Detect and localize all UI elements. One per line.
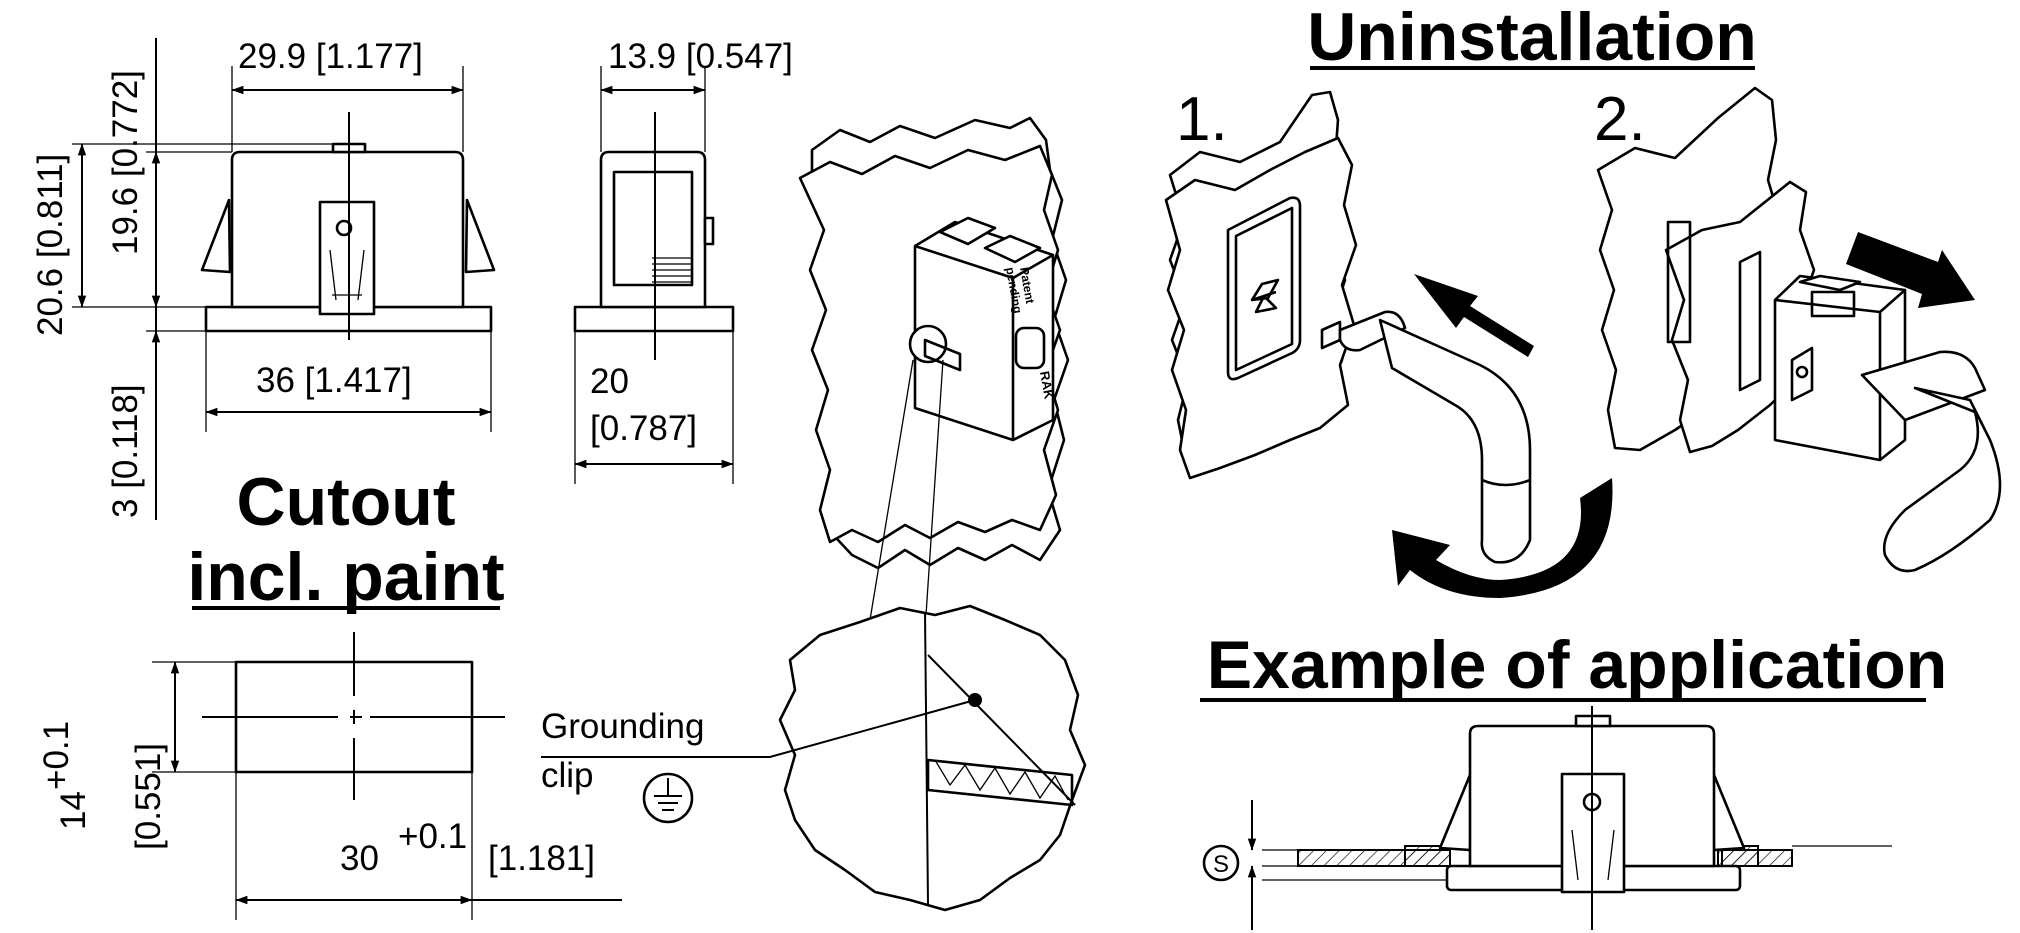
uninstallation-section: Uninstallation 1. 2. <box>1164 0 2002 598</box>
step1-pull-arrow-icon <box>1414 274 1534 357</box>
step1-illustration <box>1164 90 1613 598</box>
cutout-height-inch: [0.551] <box>129 743 168 850</box>
cutout-section: Cutout incl. paint 30 +0.1 [1.181] 14 +0… <box>37 464 622 920</box>
cutout-centerlines <box>202 632 505 800</box>
side-depth-top-label: 13.9 [0.547] <box>608 37 793 76</box>
patent-label: Patent <box>1017 266 1037 305</box>
step2-latch-body <box>1773 274 1907 462</box>
cutout-height-value: 14 <box>54 791 93 830</box>
latch-button <box>1014 326 1046 370</box>
step2-pull-arrow-icon <box>1846 232 1975 308</box>
front-width-top-label: 29.9 [1.177] <box>238 37 423 76</box>
step2-number: 2. <box>1594 85 1646 154</box>
side-window <box>612 170 694 287</box>
front-height-body-label: 19.6 [0.772] <box>106 70 145 255</box>
uninstallation-title: Uninstallation <box>1307 0 1757 75</box>
installed-perspective: Patent pending RAK <box>798 116 1070 633</box>
front-view: 29.9 [1.177] 36 [1.417] 20.6 [0.811] 19.… <box>31 37 496 520</box>
side-view: 13.9 [0.547] 20 [0.787] <box>573 37 793 484</box>
latch-body <box>913 220 1055 442</box>
cutout-title-line2: incl. paint <box>187 539 504 615</box>
thickness-symbol <box>1202 844 1240 882</box>
front-base-thickness-label: 3 [0.118] <box>106 384 145 518</box>
thickness-symbol-label: S <box>1213 851 1229 878</box>
front-height-total-label: 20.6 [0.811] <box>31 154 70 336</box>
application-title: Example of application <box>1207 627 1948 703</box>
cutout-height-tolerance: +0.1 <box>37 721 76 790</box>
side-clip-tab <box>703 216 715 246</box>
application-section: Example of application S <box>1200 627 1947 930</box>
front-rivet <box>335 219 353 237</box>
step1-key-handle <box>1378 318 1532 564</box>
step1-latch-face <box>1226 196 1302 381</box>
step1-rotate-arrow-icon <box>1392 478 1613 598</box>
cutout-width-inch: [1.181] <box>488 839 595 878</box>
front-width-base-label: 36 [1.417] <box>256 361 412 400</box>
step2-illustration <box>1596 86 2002 573</box>
cutout-width-value: 30 <box>340 839 379 878</box>
front-clip-window <box>318 200 376 316</box>
detail-outline <box>778 604 1087 912</box>
side-depth-inch-label: [0.787] <box>590 409 697 448</box>
front-left-wing <box>200 198 232 274</box>
grounding-label-line2: clip <box>541 756 594 795</box>
grounding-label-line1: Grounding <box>541 707 704 746</box>
ground-symbol-icon <box>642 772 694 824</box>
detail-clip-teeth <box>926 758 1074 807</box>
cutout-title-line1: Cutout <box>236 464 455 540</box>
step2-key-handle <box>1882 386 2002 573</box>
step1-keyhole-icon <box>1250 278 1280 314</box>
brand-label: RAK <box>1037 370 1057 401</box>
side-depth-value-label: 20 <box>590 362 629 401</box>
detail-callout-circle <box>908 324 948 364</box>
front-right-wing <box>464 198 496 274</box>
grounding-leader <box>541 699 976 758</box>
grounding-detail: Grounding clip <box>541 604 1087 912</box>
step1-number: 1. <box>1176 85 1228 154</box>
cutout-width-tolerance: +0.1 <box>398 817 467 856</box>
